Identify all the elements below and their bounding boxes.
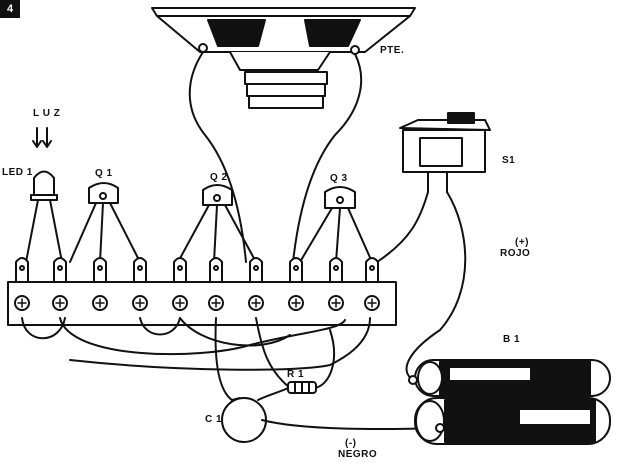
lug-hole (333, 265, 339, 271)
lug-hole (369, 265, 375, 271)
wire-long-2 (69, 317, 371, 371)
battery-label: B 1 (503, 334, 521, 345)
speaker-wire-left (188, 51, 247, 263)
transistor-q3 (299, 186, 373, 263)
screw-slot (95, 298, 105, 308)
switch (399, 112, 491, 193)
speaker-wire-right (292, 53, 363, 263)
lug-hole (213, 265, 219, 271)
switch-label: S1 (502, 155, 516, 166)
screw-slot (175, 298, 185, 308)
screw-slot (55, 298, 65, 308)
black-word-label: NEGRO (338, 449, 378, 460)
cap-wire-left (214, 317, 233, 401)
wire-long-1 (59, 317, 346, 356)
wire-bridge-2 (139, 317, 181, 336)
lug-hole (293, 265, 299, 271)
terminal-strip (7, 257, 397, 326)
capacitor (221, 387, 289, 443)
page-badge: 4 (0, 0, 20, 18)
q3-label: Q 3 (330, 173, 348, 184)
transistor-q2 (177, 184, 257, 263)
red-sign-label: (+) (515, 237, 529, 248)
q1-label: Q 1 (95, 168, 113, 179)
resistor-wire (255, 317, 291, 389)
black-sign-label: (-) (345, 438, 357, 449)
light-label: L U Z (33, 108, 61, 119)
q2-label: Q 2 (210, 172, 228, 183)
lug-hole (19, 265, 25, 271)
screw-slot (17, 298, 27, 308)
led (25, 127, 63, 263)
screw-slot (331, 298, 341, 308)
resistor (287, 381, 317, 394)
speaker-label: PTE. (380, 45, 405, 56)
lug-hole (97, 265, 103, 271)
lug-hole (177, 265, 183, 271)
screw-slot (251, 298, 261, 308)
screw-slot (367, 298, 377, 308)
lug-hole (57, 265, 63, 271)
speaker (151, 7, 416, 109)
resistor-label: R 1 (287, 369, 305, 380)
lug-hole (137, 265, 143, 271)
screw-slot (135, 298, 145, 308)
switch-wire-battery (405, 191, 467, 381)
battery (408, 359, 611, 445)
wire-black (261, 419, 441, 431)
capacitor-label: C 1 (205, 414, 223, 425)
screw-slot (211, 298, 221, 308)
transistor-q1 (69, 182, 141, 263)
led-label: LED 1 (2, 167, 33, 178)
resistor-wire-right (314, 329, 335, 389)
lug-hole (253, 265, 259, 271)
screw-slot (291, 298, 301, 308)
switch-wire-strip (376, 191, 429, 263)
red-word-label: ROJO (500, 248, 531, 259)
wire-bridge-3 (179, 317, 291, 347)
